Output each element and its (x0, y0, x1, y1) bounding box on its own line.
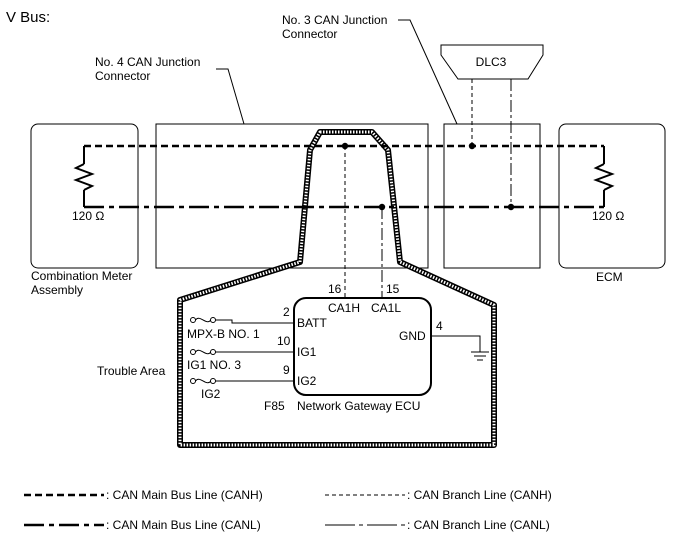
pin-ig2-name: IG2 (297, 374, 317, 388)
combination-meter-label-line2: Assembly (31, 283, 83, 297)
combination-meter-label: Combination Meter (31, 269, 132, 283)
ground-symbol (431, 335, 489, 361)
fuse-ig1-no3 (190, 349, 294, 355)
legend-main-canl-label: : CAN Main Bus Line (CANL) (106, 518, 261, 532)
gateway-name: Network Gateway ECU (297, 399, 420, 413)
junction3-label-line2: Connector (282, 27, 337, 41)
combination-meter-resistor-value: 120 Ω (72, 209, 104, 223)
trouble-area-label: Trouble Area (97, 364, 166, 378)
gateway-ref: F85 (264, 399, 285, 413)
termination-resistor-left (73, 146, 95, 207)
junction-dot (378, 203, 386, 211)
junction4-label: No. 4 CAN Junction (95, 55, 200, 69)
junction-connector-4-box (155, 123, 429, 269)
junction-dot (507, 203, 515, 211)
pin-ca1h-name: CA1H (328, 301, 360, 315)
legend-branch-canl-label: : CAN Branch Line (CANL) (407, 518, 550, 532)
fuse-ig2 (190, 378, 294, 384)
combination-meter-box (30, 123, 139, 269)
pin-ca1l-number: 15 (386, 282, 400, 296)
ecm-box (558, 123, 666, 269)
pin-ig1-number: 10 (277, 334, 291, 348)
pin-ig1-name: IG1 (297, 345, 317, 359)
fuse-mpxb-no1 (190, 317, 294, 324)
junction-dot (341, 142, 349, 150)
pin-gnd-number: 4 (436, 319, 443, 333)
termination-resistor-right (593, 146, 615, 207)
junction-dot (468, 142, 476, 150)
pin-ig2-number: 9 (283, 363, 290, 377)
dlc3-connector (440, 44, 544, 80)
pin-batt-name: BATT (297, 316, 327, 330)
fuse-mpxb-label: MPX-B NO. 1 (187, 327, 260, 341)
fuse-ig1no3-label: IG1 NO. 3 (187, 358, 241, 372)
junction3-label: No. 3 CAN Junction (282, 13, 387, 27)
pin-ca1h-number: 16 (328, 282, 342, 296)
network-gateway-ecu-box (293, 297, 432, 396)
junction3-leader (398, 19, 458, 125)
fuse-ig2-label: IG2 (201, 387, 221, 401)
ecm-label: ECM (596, 270, 623, 284)
junction4-leader (216, 68, 245, 125)
dlc3-label: DLC3 (476, 55, 507, 69)
pin-ca1l-name: CA1L (371, 301, 401, 315)
junction4-label-line2: Connector (95, 69, 150, 83)
legend-main-canh-label: : CAN Main Bus Line (CANH) (106, 488, 263, 502)
diagram-title: V Bus: (6, 9, 50, 26)
pin-gnd-name: GND (399, 329, 426, 343)
legend-branch-canh-label: : CAN Branch Line (CANH) (407, 488, 552, 502)
junction-connector-3-box (443, 123, 541, 269)
pin-batt-number: 2 (283, 305, 290, 319)
ecm-resistor-value: 120 Ω (592, 209, 624, 223)
